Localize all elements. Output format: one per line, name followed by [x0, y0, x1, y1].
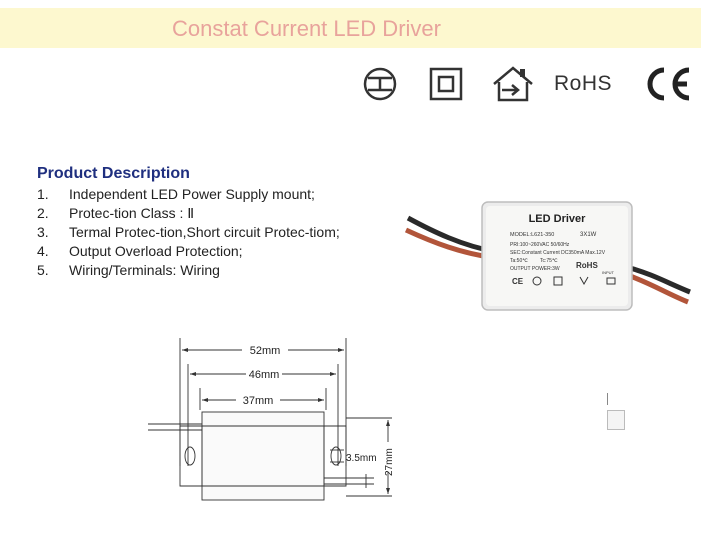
label-output-power: OUTPUT POWER:3W	[510, 266, 560, 272]
label-pri: PRI:100~260VAC 50/60Hz	[510, 242, 570, 248]
list-item: 5.Wiring/Terminals: Wiring	[37, 262, 220, 278]
dim-46mm: 46mm	[249, 369, 280, 381]
product-description: Product Description 1.Independent LED Po…	[37, 164, 397, 280]
label-ta: Ta:50℃	[510, 258, 528, 264]
label-input: INPUT	[602, 270, 615, 275]
text-cursor	[607, 393, 608, 405]
description-list: 1.Independent LED Power Supply mount; 2.…	[37, 185, 397, 280]
list-item: 3.Termal Protec-tion,Short circuit Prote…	[37, 224, 340, 240]
double-insulation-icon	[363, 67, 397, 101]
svg-text:CE: CE	[512, 277, 524, 286]
label-title: LED Driver	[529, 213, 587, 225]
dim-52mm: 52mm	[250, 345, 281, 357]
title-banner: Constat Current LED Driver	[0, 8, 701, 48]
led-driver-photo: LED Driver MODEL:L621-350 3X1W PRI:100~2…	[404, 201, 691, 311]
list-item: 2.Protec-tion Class : Ⅱ	[37, 205, 195, 221]
certification-icons: RoHS	[360, 64, 695, 104]
rohs-mark: RoHS	[554, 72, 613, 95]
dimension-drawing: 52mm 46mm 37mm 3.5mm 27mm	[148, 338, 395, 501]
label-rohs: RoHS	[576, 261, 598, 270]
label-sec: SEC:Constant Current DC350mA Max.12V	[510, 250, 606, 256]
dim-3-5mm: 3.5mm	[346, 453, 377, 464]
label-model: MODEL:L621-350	[510, 232, 554, 238]
page-title: Constat Current LED Driver	[172, 16, 441, 41]
broken-image-placeholder	[607, 410, 625, 430]
list-item: 4.Output Overload Protection;	[37, 243, 243, 259]
description-heading: Product Description	[37, 165, 190, 182]
dim-27mm: 27mm	[384, 448, 395, 476]
list-item: 1.Independent LED Power Supply mount;	[37, 186, 315, 202]
indoor-use-icon	[493, 66, 533, 102]
label-config: 3X1W	[580, 232, 597, 238]
label-tc: Tc:75℃	[540, 258, 558, 264]
dim-37mm: 37mm	[243, 395, 274, 407]
ce-mark	[647, 67, 690, 101]
class-ii-square-icon	[429, 67, 463, 101]
